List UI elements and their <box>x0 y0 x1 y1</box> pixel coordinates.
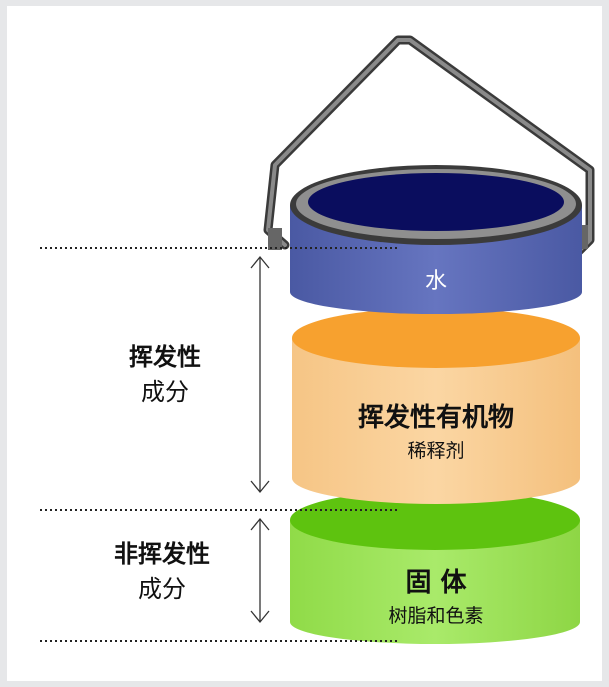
range-arrows <box>250 255 270 624</box>
volatile-component-label: 挥发性 成分 <box>95 340 235 410</box>
non-volatile-label-line1: 非挥发性 <box>114 540 210 568</box>
resin-pigment-label: 树脂和色素 <box>388 604 484 627</box>
solids-layer <box>290 490 580 644</box>
water-label: 水 <box>386 266 486 298</box>
volatile-organics-title: 挥发性有机物 <box>357 403 514 433</box>
non-volatile-label-line2: 成分 <box>138 574 186 603</box>
non-volatile-range-arrow <box>250 517 270 624</box>
volatile-organics-layer <box>292 308 580 504</box>
water-layer <box>290 165 582 314</box>
solids-label: 固 体 树脂和色素 <box>336 565 536 630</box>
non-volatile-component-label: 非挥发性 成分 <box>82 537 242 607</box>
volatile-label-line2: 成分 <box>141 377 189 406</box>
solids-title: 固 体 <box>405 568 467 598</box>
volatile-label-line1: 挥发性 <box>129 343 201 371</box>
diluent-label: 稀释剂 <box>407 439 465 462</box>
guide-lines <box>40 247 400 642</box>
volatile-range-arrow <box>250 255 270 494</box>
bucket-handle <box>263 35 595 260</box>
volatile-organics-label: 挥发性有机物 稀释剂 <box>316 400 556 465</box>
water-label-text: 水 <box>424 269 447 294</box>
